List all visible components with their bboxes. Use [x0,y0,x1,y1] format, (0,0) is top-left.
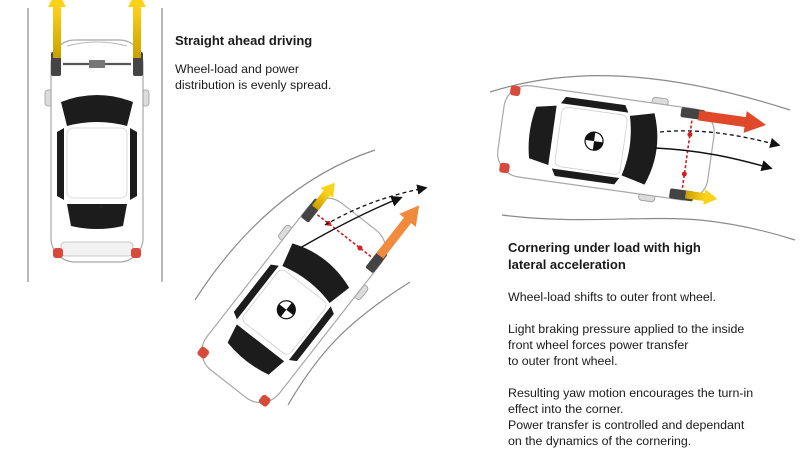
para-yaw-line-2: effect into the corner. [508,402,624,416]
diagram-canvas [27,0,796,407]
trajectory-solid-upper [654,147,773,172]
power-arrow-inner-upper [684,189,718,205]
para-braking-line-3: to outer front wheel. [508,354,618,368]
heading-cornering: Cornering under load with high lateral a… [508,239,798,273]
car-cornering-lower [197,182,420,407]
para-yaw-line-4: on the dynamics of the cornering. [508,434,692,448]
para-braking-line-1: Light braking pressure applied to the in… [508,322,745,336]
heading-cornering-line-1: Cornering under load with high [508,240,701,255]
para-braking: Light braking pressure applied to the in… [508,321,798,369]
power-arrow-right [128,0,146,58]
para-yaw-line-3: Power transfer is controlled and dependa… [508,418,745,432]
power-arrow-outer [376,205,420,259]
car-cornering-upper [497,85,766,205]
trajectory-dashed-upper [659,130,781,149]
trajectory-solid-lower [299,195,403,249]
power-arrow-outer-upper [697,110,766,133]
para-straight-line-2: distribution is evenly spread. [175,78,332,92]
para-straight-line-1: Wheel-load and power [175,62,299,76]
power-arrow-inner [311,182,335,211]
heading-cornering-line-2: lateral acceleration [508,257,626,272]
text-straight-ahead: Straight ahead driving Wheel-load and po… [175,32,435,93]
para-yaw-line-1: Resulting yaw motion encourages the turn… [508,386,754,400]
road-curve-lower-inner [287,281,411,406]
para-braking-line-2: front wheel forces power transfer [508,338,689,352]
road-lines [27,8,796,406]
text-cornering: Cornering under load with high lateral a… [508,239,798,449]
car-straight [44,0,150,263]
road-curve-upper-outer [489,75,791,111]
para-yaw: Resulting yaw motion encourages the turn… [508,385,798,449]
para-straight-ahead: Wheel-load and power distribution is eve… [175,61,435,93]
heading-straight-ahead: Straight ahead driving [175,33,313,48]
road-curve-lower-outer [194,149,376,301]
para-wheel-load: Wheel-load shifts to outer front wheel. [508,290,716,304]
road-curve-upper-inner [501,214,796,241]
power-arrow-left [48,0,66,58]
